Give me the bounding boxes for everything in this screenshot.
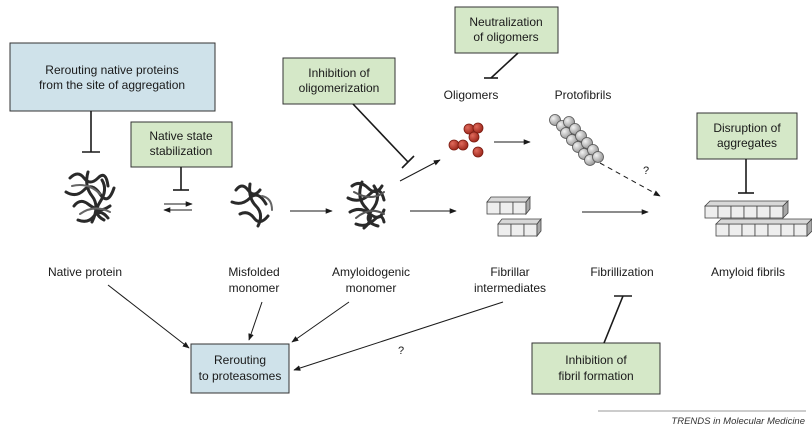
label-oligomers: Oligomers [444, 88, 499, 102]
inhibition-lines [82, 52, 754, 344]
box-neutralization: Neutralization of oligomers [454, 6, 559, 54]
fibril-cube [793, 223, 808, 237]
fibril-cube [741, 223, 756, 237]
fibrillar-intermediates-glyph [486, 195, 542, 238]
box-inhibition-fibril-line1: Inhibition of [565, 353, 627, 367]
amyloidogenic-monomer-structure [346, 180, 386, 230]
box-rerouting-native: Rerouting native proteins from the site … [9, 42, 216, 112]
box-inhibition-fibril-line2: fibril formation [558, 369, 633, 383]
arrow-fibrillar-to-proteasomes [293, 301, 504, 371]
question-mark-proteasomes: ? [398, 345, 404, 357]
fibril-cube [704, 205, 719, 219]
fibril-side-face [806, 218, 812, 237]
inhibit-fibril [603, 295, 624, 344]
inhibit-neutralization [490, 52, 519, 79]
box-neutralization-line2: of oligomers [473, 30, 538, 44]
arrow-misfolded-to-proteasomes [248, 301, 263, 341]
fibril-cube [730, 205, 745, 219]
box-rerouting-proteasomes: Rerouting to proteasomes [190, 343, 290, 394]
box-disruption-line2: aggregates [717, 136, 777, 150]
label-fibrillar-line2: intermediates [474, 281, 546, 295]
arrow-native-to-proteasomes [107, 284, 190, 349]
label-amyloidogenic-line1: Amyloidogenic [332, 265, 410, 279]
label-fibrillization: Fibrillization [590, 265, 653, 279]
process-arrows [107, 139, 661, 371]
oligomers-glyph [448, 122, 484, 158]
fibril-cube [715, 223, 730, 237]
native-protein-structure [64, 170, 116, 224]
box-disruption: Disruption of aggregates [696, 112, 798, 160]
box-disruption-line1: Disruption of [713, 121, 781, 135]
stage-labels: Native protein Misfolded monomer Amyloid… [48, 88, 785, 295]
footer-journal: TRENDS in Molecular Medicine [671, 416, 805, 427]
fibril-cube [743, 205, 758, 219]
fibril-cube [767, 223, 782, 237]
inhibit-oligomerization [352, 103, 409, 163]
box-inhibition-fibril: Inhibition of fibril formation [531, 342, 661, 395]
box-rerouting-native-line1: Rerouting native proteins [45, 63, 178, 77]
box-native-state: Native state stabilization [130, 121, 233, 168]
box-inhibition-oligomerization: Inhibition of oligomerization [282, 57, 396, 105]
label-misfolded-line1: Misfolded [228, 265, 279, 279]
fibril-cube [756, 205, 771, 219]
label-protofibrils: Protofibrils [555, 88, 612, 102]
arrow-protofibrils-to-fibrils-dashed [599, 162, 661, 197]
fibril-cube [728, 223, 743, 237]
box-rerouting-native-line2: from the site of aggregation [39, 78, 185, 92]
box-neutralization-line1: Neutralization [469, 15, 542, 29]
label-fibrillar-line1: Fibrillar [490, 265, 529, 279]
label-native-protein: Native protein [48, 265, 122, 279]
box-native-state-line1: Native state [149, 129, 213, 143]
box-rerouting-proteasomes-line1: Rerouting [214, 353, 266, 367]
box-inhibition-oligo-line1: Inhibition of [308, 66, 370, 80]
fibril-cube [769, 205, 784, 219]
inhibit-oligomerization-bar [401, 155, 415, 169]
amyloid-fibrils-glyph [704, 200, 812, 237]
fibril-cube [780, 223, 795, 237]
misfolded-monomer-structure [230, 182, 273, 228]
box-rerouting-proteasomes-line2: to proteasomes [199, 369, 282, 383]
arrow-to-oligomers [399, 159, 441, 182]
fibril-top-face [704, 200, 789, 207]
arrow-amyloidogenic-to-proteasomes [291, 301, 350, 343]
label-amyloid-fibrils: Amyloid fibrils [711, 265, 785, 279]
fibril-top-face [715, 218, 812, 225]
fibril-cube [717, 205, 732, 219]
box-inhibition-oligo-line2: oligomerization [299, 81, 380, 95]
label-misfolded-line2: monomer [229, 281, 280, 295]
fibril-side-face [782, 200, 789, 219]
protofibrils-glyph [549, 114, 604, 166]
label-amyloidogenic-line2: monomer [346, 281, 397, 295]
box-native-state-line2: stabilization [150, 144, 213, 158]
fibril-cube [754, 223, 769, 237]
question-mark-protofibrils: ? [643, 165, 649, 177]
